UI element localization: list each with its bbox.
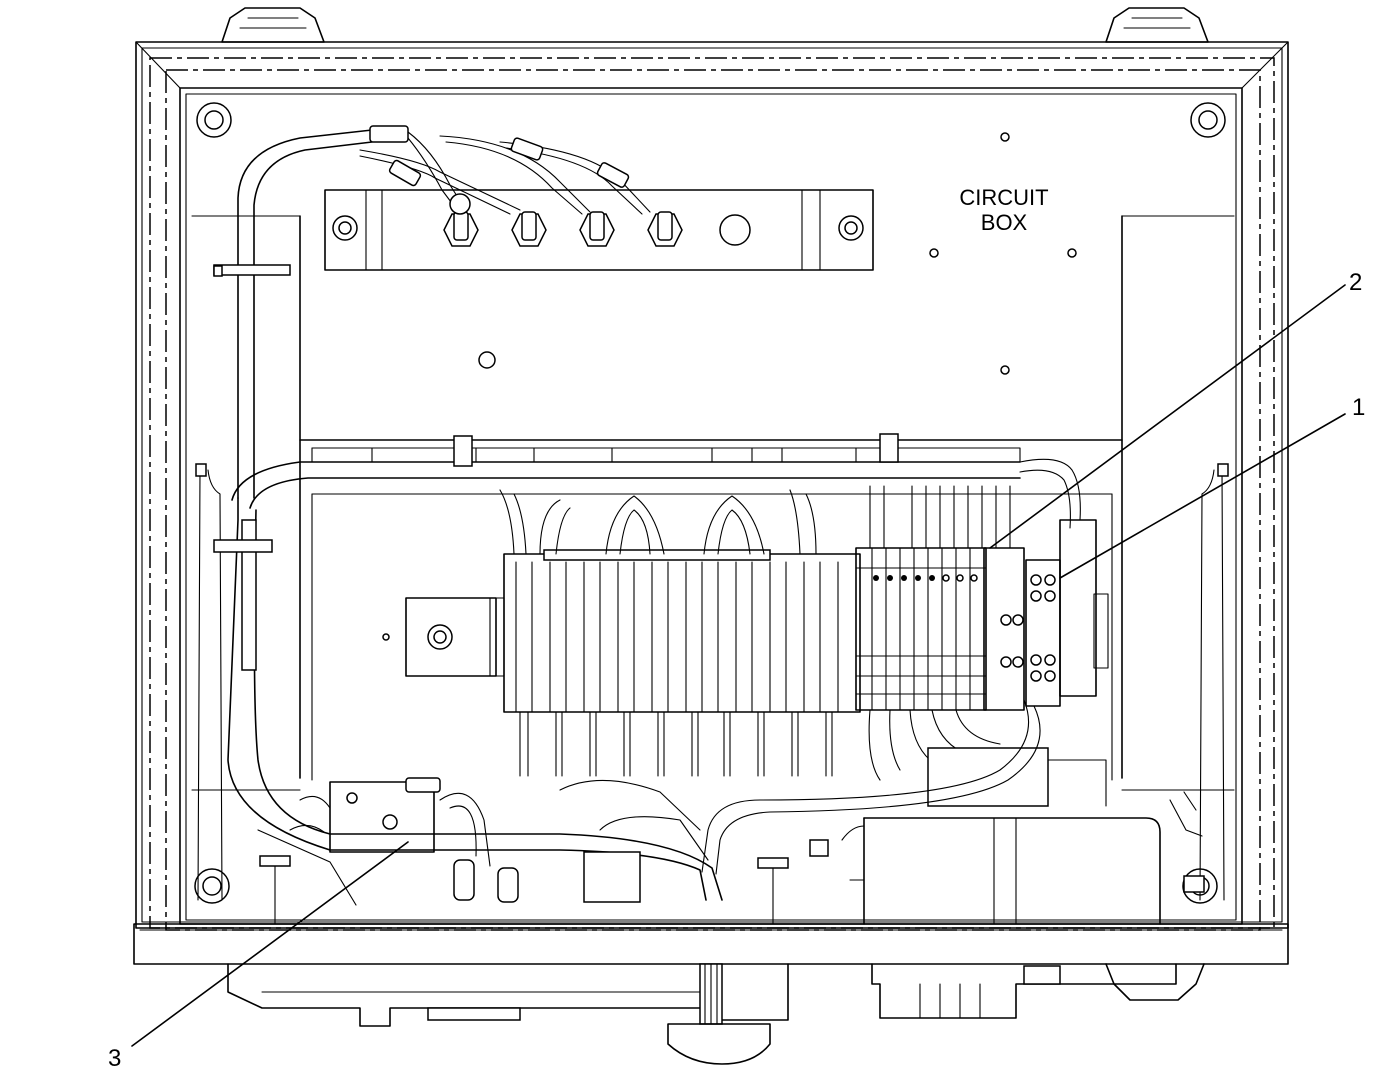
wire-duct [231, 433, 1081, 529]
stud-4 [647, 211, 683, 247]
terminal-block-assembly [382, 485, 1109, 781]
lower-components [259, 699, 1205, 925]
callout-leaders [131, 284, 1346, 1047]
top-mounting-feet [221, 7, 1209, 43]
corner-screws [194, 102, 1226, 904]
bottom-panel [133, 923, 1289, 1065]
side-brackets [195, 463, 1229, 901]
left-wire-harness [213, 497, 723, 906]
circuit-box-label-line1: CIRCUIT [959, 185, 1048, 210]
top-wire-bundle [213, 125, 651, 499]
stud-1 [443, 211, 479, 247]
circuit-box-label-line2: BOX [981, 210, 1028, 235]
callout-1: 1 [1352, 394, 1365, 421]
callout-2: 2 [1349, 269, 1362, 296]
mounting-plate [191, 132, 1235, 791]
callout-3: 3 [108, 1045, 121, 1072]
top-terminal-bar [324, 189, 874, 271]
stud-2 [511, 211, 547, 247]
stud-3 [579, 211, 615, 247]
